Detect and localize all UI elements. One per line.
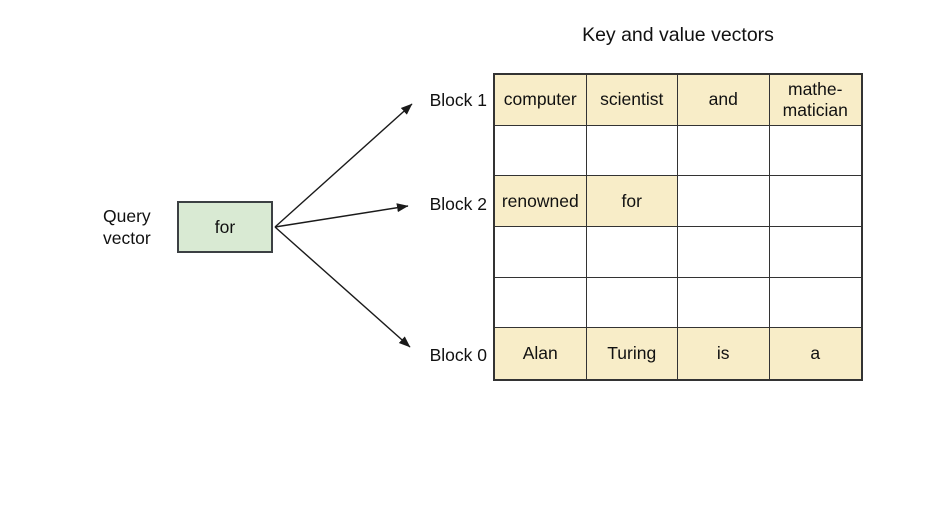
- query-vector-token: for: [214, 216, 236, 237]
- arrow-to-block-0: [274, 226, 411, 348]
- table-cell: [586, 125, 678, 177]
- block-1-label: Block 1: [429, 90, 487, 110]
- query-vector-box: for: [177, 201, 273, 253]
- table-cell: [678, 277, 770, 329]
- table-cell: is: [678, 328, 770, 379]
- table-cell: a: [769, 328, 861, 379]
- table-cell: [495, 125, 587, 177]
- table-cell: mathe- matician: [769, 75, 861, 126]
- table-cell: renowned: [495, 176, 587, 227]
- table-cell: [769, 125, 861, 177]
- table-cell: for: [586, 176, 678, 227]
- table-cell: [495, 227, 587, 278]
- table-cell: Alan: [495, 328, 587, 379]
- block-2-label: Block 2: [429, 194, 487, 214]
- table-cell: [678, 227, 770, 278]
- table-cell: [495, 277, 587, 329]
- arrow-to-block-2: [274, 203, 409, 228]
- table-cell: [678, 125, 770, 177]
- table-cell: scientist: [586, 75, 678, 126]
- table-cell: [769, 277, 861, 329]
- table-cell: [678, 176, 770, 227]
- table-cell: Turing: [586, 328, 678, 379]
- diagram-title: Key and value vectors: [582, 24, 774, 46]
- table-cell: [586, 227, 678, 278]
- query-vector-label: Query vector: [103, 206, 151, 248]
- table-cell: [769, 227, 861, 278]
- table-cell: computer: [495, 75, 587, 126]
- arrow-to-block-1: [274, 103, 413, 228]
- table-cell: and: [678, 75, 770, 126]
- table-cell: [586, 277, 678, 329]
- block-0-label: Block 0: [429, 345, 487, 365]
- table-cell: [769, 176, 861, 227]
